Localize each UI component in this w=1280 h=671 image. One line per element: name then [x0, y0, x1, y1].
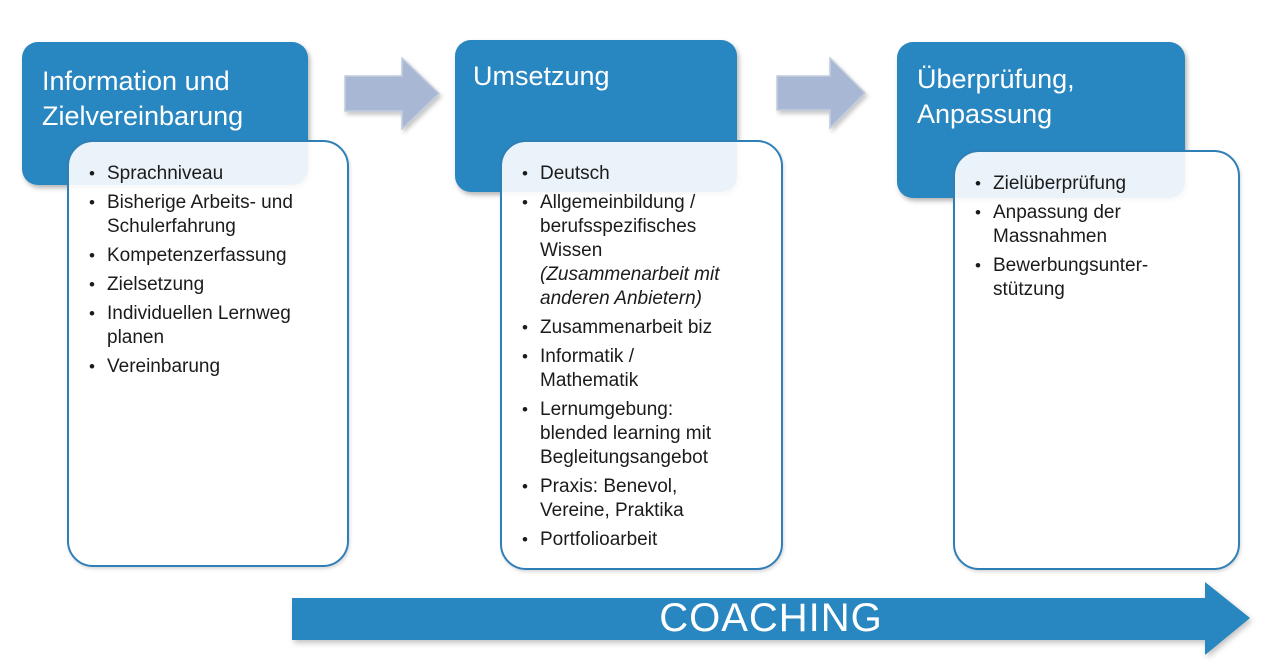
bullet-text: Deutsch — [540, 163, 610, 184]
bullet-marker: • — [89, 164, 95, 183]
bullet-marker: • — [975, 203, 981, 222]
bullet-text: Bisherige Arbeits- und Schulerfahrung — [107, 192, 293, 237]
bullet-item: • Sprachniveau — [89, 162, 337, 186]
bullet-text: Sprachniveau — [107, 163, 224, 184]
bullet-marker: • — [89, 357, 95, 376]
bullet-item: • Zusammenarbeit biz — [522, 316, 771, 340]
bullet-marker: • — [522, 347, 528, 366]
bullet-marker: • — [522, 318, 528, 337]
bullet-text: Informatik / Mathematik — [540, 346, 639, 391]
bullet-text: Individuellen Lernweg planen — [107, 303, 291, 348]
bullet-marker: • — [522, 530, 528, 549]
bullet-item: • Anpassung der Massnahmen — [975, 201, 1228, 249]
bullet-text: Zusammenarbeit biz — [540, 317, 713, 338]
stage-header-ueberpruefung-anpassung: Überprüfung, Anpassung — [897, 42, 1185, 198]
right-arrow-icon — [776, 57, 866, 129]
bullet-list-information: • Sprachniveau • Bisherige Arbeits- und Sch… — [69, 142, 347, 379]
bullet-text: Kompetenzerfassung — [107, 245, 287, 266]
bullet-text: Vereinbarung — [107, 356, 221, 377]
bullet-text: Allgemeinbildung / berufsspezifisches Wi… — [540, 192, 720, 309]
bullet-item: • Zielüberprüfung — [975, 172, 1228, 196]
bullet-text: Praxis: Benevol, Vereine, Praktika — [540, 476, 684, 521]
bullet-item: • Bewerbungsunter- stützung — [975, 254, 1228, 302]
bullet-marker: • — [975, 174, 981, 193]
bullet-text: Bewerbungsunter- stützung — [993, 255, 1149, 300]
bullet-list-umsetzung: • Deutsch • Allgemeinbildung / berufsspezif… — [502, 142, 781, 552]
bullet-marker: • — [89, 246, 95, 265]
bullet-item: • Bisherige Arbeits- und Schulerfahrung — [89, 191, 337, 239]
bullet-marker: • — [89, 193, 95, 212]
bullet-marker: • — [522, 193, 528, 212]
bullet-item: • Praxis: Benevol, Vereine, Praktika — [522, 475, 771, 523]
bullet-text: Lernumgebung: blended learning mit Begle… — [540, 399, 712, 468]
bullet-item: • Informatik / Mathematik — [522, 345, 771, 393]
bullet-item: • Kompetenzerfassung — [89, 244, 337, 268]
bullet-item: • Zielsetzung — [89, 273, 337, 297]
bullet-text: Portfolioarbeit — [540, 529, 658, 550]
bullet-item: • Vereinbarung — [89, 355, 337, 379]
stage-panel-ueberpruefung: • Zielüberprüfung • Anpassung der Massnahme… — [953, 150, 1240, 570]
bullet-marker: • — [89, 275, 95, 294]
bullet-item: • Individuellen Lernweg planen — [89, 302, 337, 350]
bullet-marker: • — [522, 400, 528, 419]
bullet-marker: • — [89, 304, 95, 323]
bullet-marker: • — [975, 256, 981, 275]
bullet-note-italic: (Zusammenarbeit mit anderen Anbietern) — [540, 264, 720, 309]
stage-panel-umsetzung: • Deutsch • Allgemeinbildung / berufsspezif… — [500, 140, 783, 570]
bullet-marker: • — [522, 477, 528, 496]
bullet-list-ueberpruefung: • Zielüberprüfung • Anpassung der Massnahme… — [955, 152, 1238, 302]
bullet-item: • Lernumgebung: blended learning mit Begl… — [522, 398, 771, 470]
right-arrow-icon — [344, 57, 440, 130]
bullet-item: • Deutsch — [522, 162, 771, 186]
bullet-text: Zielüberprüfung — [993, 173, 1127, 194]
stage-panel-information: • Sprachniveau • Bisherige Arbeits- und Sch… — [67, 140, 349, 567]
bullet-text: Anpassung der Massnahmen — [993, 202, 1121, 247]
bullet-item: • Allgemeinbildung / berufsspezifisches W… — [522, 191, 771, 311]
coaching-arrow-icon — [292, 582, 1250, 655]
bullet-item: • Portfolioarbeit — [522, 528, 771, 552]
bullet-marker: • — [522, 164, 528, 183]
bullet-text: Zielsetzung — [107, 274, 205, 295]
